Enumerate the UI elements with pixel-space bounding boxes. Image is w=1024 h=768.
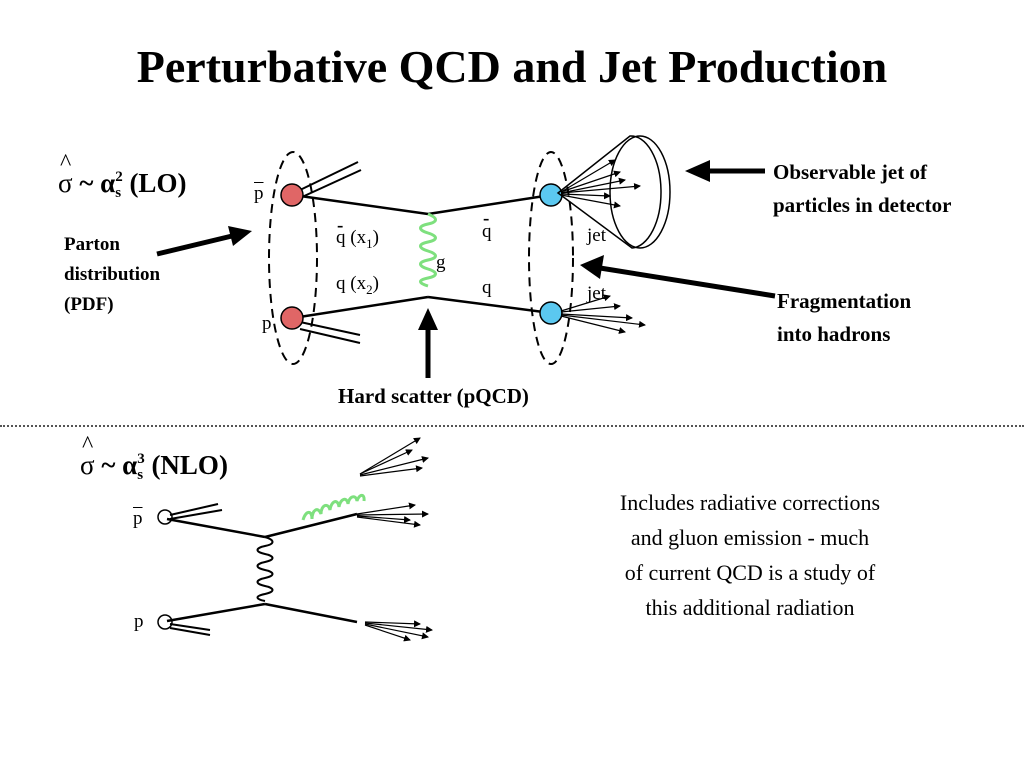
nlo-proton-label: p [134,611,144,632]
pdf-annotation: Parton distribution (PDF) [64,234,161,315]
nlo-antiproton-dot [157,509,173,525]
alpha-symbol: α [100,168,116,198]
alpha-symbol: α [122,450,138,480]
nlo-emitted-gluon [301,493,366,521]
section-divider [0,425,1024,427]
jet-parton-bottom [539,301,563,325]
pdf-arrow-head [228,226,252,246]
tilde: ~ [79,168,94,198]
gluon-line [419,212,437,288]
pbar-spectator-lines [299,161,362,198]
observable-jet-annotation: Observable jet of particles in detector [773,160,952,217]
quark-lines [292,193,552,320]
proton-dot [280,306,304,330]
outgoing-jet-ellipse [528,151,574,365]
annotation-arrows [156,168,776,378]
sigma-hat-symbol: ^σ [58,150,73,198]
hard-scatter-annotation: Hard scatter (pQCD) [338,384,529,408]
top-jet-fragments [560,159,641,209]
fragmentation-arrow-head [580,255,604,279]
hard-scatter-arrow-head [418,308,438,330]
outgoing-quark-label: q [482,277,492,298]
incoming-hadron-ellipse [268,151,318,365]
slide-title: Perturbative QCD and Jet Production [136,41,888,92]
nlo-antiproton-label: p [133,508,143,529]
bottom-jet-fragments [560,294,646,334]
observable-arrow-head [685,160,710,182]
p-spectator-lines [299,321,361,344]
antiproton-label: p [254,183,264,204]
antiproton-dot [280,183,304,207]
quark-x2-label: q (x2) [336,273,379,297]
proton-label: p [262,313,272,334]
antiquark-x1-label: -q (x1) [336,215,379,251]
nlo-proton-dot [157,614,173,630]
gluon-label: g [436,252,446,273]
outgoing-antiquark-label: -q [482,208,492,242]
order-label: (LO) [129,168,187,198]
nlo-bottom-jet [364,620,433,642]
nlo-description: Includes radiative corrections and gluon… [619,490,881,620]
fragmentation-annotation: Fragmentation into hadrons [777,289,912,346]
jet-cone [556,135,662,249]
tilde: ~ [101,450,116,480]
nlo-exchange-gluon [256,536,274,602]
nlo-quark-lines [166,512,358,624]
jet-parton-top [539,183,563,207]
nlo-spectator-lines [169,503,223,636]
order-label: (NLO) [151,450,228,480]
sigma-hat-symbol: ^σ [80,432,95,480]
jet-top-label: jet [587,225,606,246]
nlo-top-jet [356,502,429,528]
nlo-emitted-jet [359,437,429,477]
